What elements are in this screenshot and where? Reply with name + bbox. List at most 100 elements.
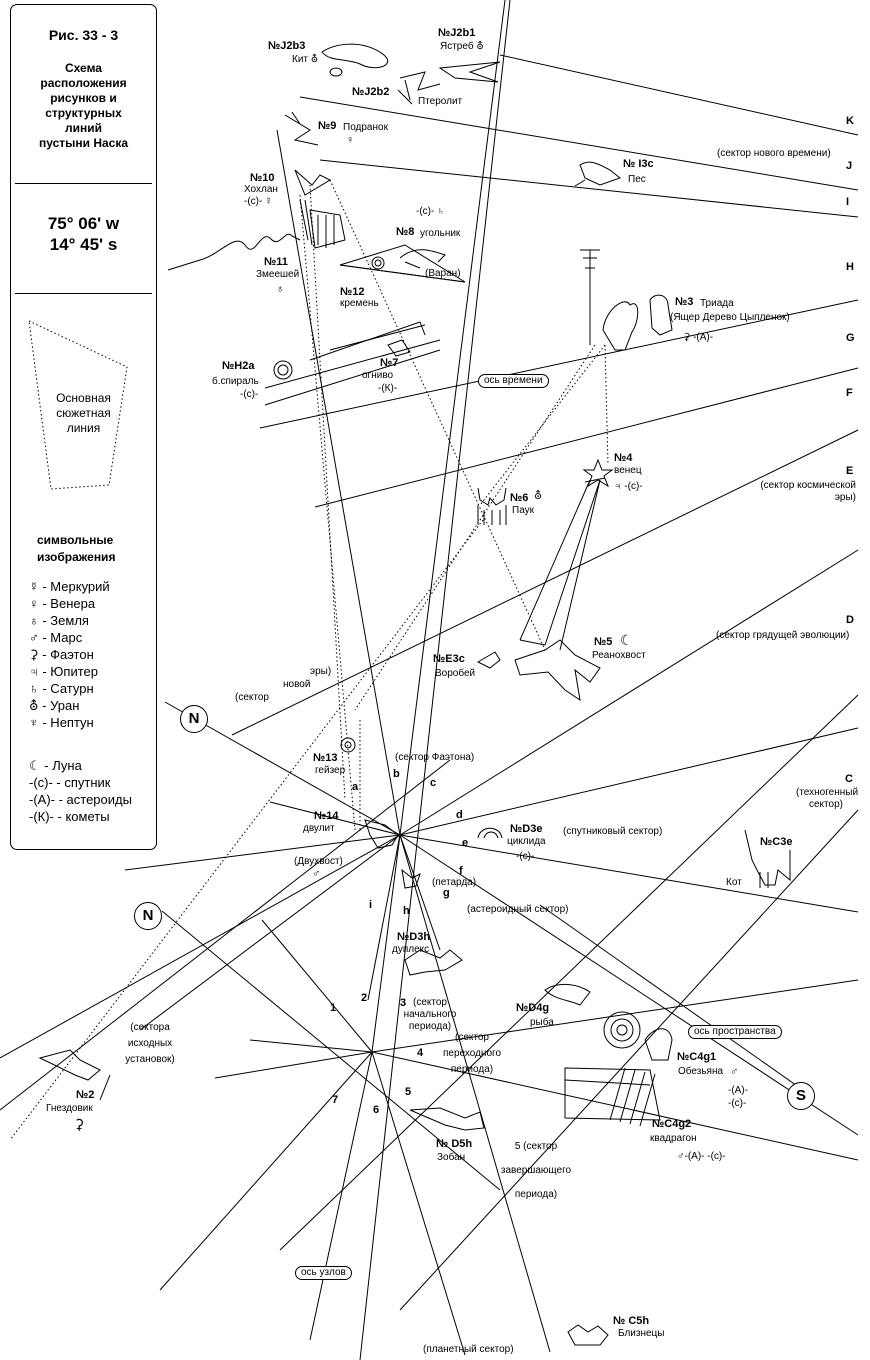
sector-letter-b: b: [393, 768, 400, 780]
label-n7-symbol: -(К)-: [378, 383, 398, 394]
label-n2: №2: [76, 1089, 95, 1101]
label-n13: №13: [313, 752, 338, 764]
sector-new-time: (сектор нового времени): [717, 148, 831, 159]
sector-E: E: [846, 465, 854, 477]
sector-letter-e: e: [462, 837, 469, 849]
main-line-sample: [28, 320, 128, 490]
sector-D: D: [846, 614, 854, 626]
symbols-title: символьные изображения: [37, 533, 116, 564]
label-n4: №4: [614, 452, 633, 464]
label-i3c: № I3c: [623, 158, 654, 170]
label-yastreb: Ястреб ⛢: [440, 41, 484, 52]
moon-list: ☾ - Луна -(с)- - спутник -(А)- - астерои…: [29, 758, 132, 824]
sector-cosmic: (сектор космической эры): [760, 480, 856, 503]
label-c4g1-asteroids: -(А)-: [728, 1085, 748, 1096]
figure-sketches: [38, 43, 791, 1346]
label-geyzer: гейзер: [315, 765, 346, 776]
label-n7: №7: [380, 357, 399, 369]
label-triada: Триада: [700, 298, 734, 309]
sector-J: J: [846, 160, 853, 172]
label-n11: №11: [264, 256, 288, 268]
divider: [15, 183, 152, 184]
axis-nodes-label: ось узлов: [295, 1266, 352, 1280]
label-podranok: Подранок: [343, 122, 388, 133]
sector-H: H: [846, 261, 854, 273]
label-bliznetsy: Близнецы: [618, 1328, 665, 1339]
sector-new-era-2: новой: [283, 679, 311, 690]
label-hohlan: Хохлан: [244, 184, 278, 195]
label-varan: (Варан): [425, 268, 461, 279]
sector-new-era-3: (сектор: [235, 692, 269, 703]
label-n10: №10: [250, 172, 275, 184]
sector-letter-c: c: [430, 777, 437, 789]
label-kremen: кремень: [340, 298, 379, 309]
label-j2b2: №J2b2: [352, 86, 390, 98]
sector-asteroid: (астероидный сектор): [467, 904, 569, 915]
compass-south: S: [787, 1082, 815, 1110]
label-ryba: рыба: [530, 1017, 554, 1028]
label-n8: №8: [396, 226, 415, 238]
sector-initial: (сектора исходных установок): [125, 1022, 175, 1065]
sector-phaeton: (сектор Фаэтона): [395, 752, 475, 763]
label-reanohvost: Реанохвост: [592, 650, 646, 661]
label-petarda: (петарда): [432, 877, 477, 888]
label-mars: ♂: [312, 868, 321, 880]
label-d5h: № D5h: [436, 1138, 473, 1150]
legend-title: Схема расположения рисунков и структурны…: [38, 61, 129, 150]
label-n9-symbol: ♀: [346, 134, 355, 146]
label-vorobey: Воробей: [435, 668, 476, 679]
label-n5-symbol: ☾: [620, 632, 633, 648]
sector-letter-d: d: [456, 809, 463, 821]
label-n4-symbol: ♃ -(с)-: [614, 481, 643, 492]
label-h2a: №H2a: [222, 360, 255, 372]
label-dupleks: дуплекс: [392, 944, 430, 955]
label-dvulit: двулит: [303, 823, 335, 834]
label-dvuhvost: (Двухвост): [294, 856, 343, 867]
label-d3e-symbol: -(с)-: [516, 851, 535, 862]
sector-new-era-1: эры): [310, 666, 332, 677]
label-kot: Кот: [726, 877, 742, 888]
sector-evolution: (сектор грядущей эволюции): [716, 630, 850, 641]
label-n11-symbol: ♁: [276, 283, 285, 295]
label-n3: №3: [675, 296, 694, 308]
label-n2-symbol: ⚳: [74, 1116, 85, 1132]
label-saturn-sputnik: -(с)- ♄: [416, 206, 445, 217]
coordinate-south: 14° 45' s: [49, 235, 118, 254]
label-n6-symbol: ⛢: [534, 490, 543, 502]
coordinate-west: 75° 06' w: [47, 214, 120, 233]
label-c5h: № C5h: [613, 1315, 650, 1327]
label-c4g1-sputnik: -(с)-: [728, 1098, 747, 1109]
label-h2a-symbol: -(с)-: [240, 389, 259, 400]
label-n12: №12: [340, 286, 365, 298]
label-n5: №5: [594, 636, 613, 648]
main-line-caption: Основная сюжетная линия: [56, 391, 111, 435]
sector-K: K: [846, 115, 854, 127]
label-ugolnik: угольник: [420, 228, 461, 239]
label-n6: №6: [510, 492, 529, 504]
label-pauk: Паук: [512, 505, 535, 516]
label-c4g2-symbol: ♂-(А)- -(с)-: [677, 1151, 726, 1162]
sector-num-2: 2: [361, 992, 368, 1004]
sector-I: I: [846, 196, 850, 208]
sector-techno: (техногенный сектор): [796, 787, 859, 810]
sector-num-4: 4: [417, 1047, 424, 1059]
label-obezyana: Обезьяна: [678, 1066, 724, 1077]
label-spiral: б.спираль: [212, 376, 259, 387]
sector-num-3: 3: [400, 997, 407, 1009]
sector-letter-g: g: [443, 887, 450, 899]
divider: [15, 293, 152, 294]
axis-space-label: ось пространства: [688, 1025, 782, 1039]
sector-start: (сектор начального периода): [403, 997, 457, 1032]
sector-letter-h: h: [403, 905, 410, 917]
sector-transition: (сектор переходного периода): [442, 1032, 502, 1075]
sector-num-5: 5: [405, 1086, 412, 1098]
label-venets: венец: [614, 465, 642, 476]
label-d4g: №D4g: [516, 1002, 550, 1014]
label-gnezdovik: Гнездовик: [46, 1103, 93, 1114]
label-zmeeshey: Змеешей: [256, 269, 300, 280]
sector-num-1: 1: [330, 1002, 337, 1014]
label-kvadragon: квадрагон: [650, 1133, 697, 1144]
label-d3h: №D3h: [397, 931, 431, 943]
main-story-lines: [9, 179, 609, 1141]
sector-F: F: [846, 387, 853, 399]
